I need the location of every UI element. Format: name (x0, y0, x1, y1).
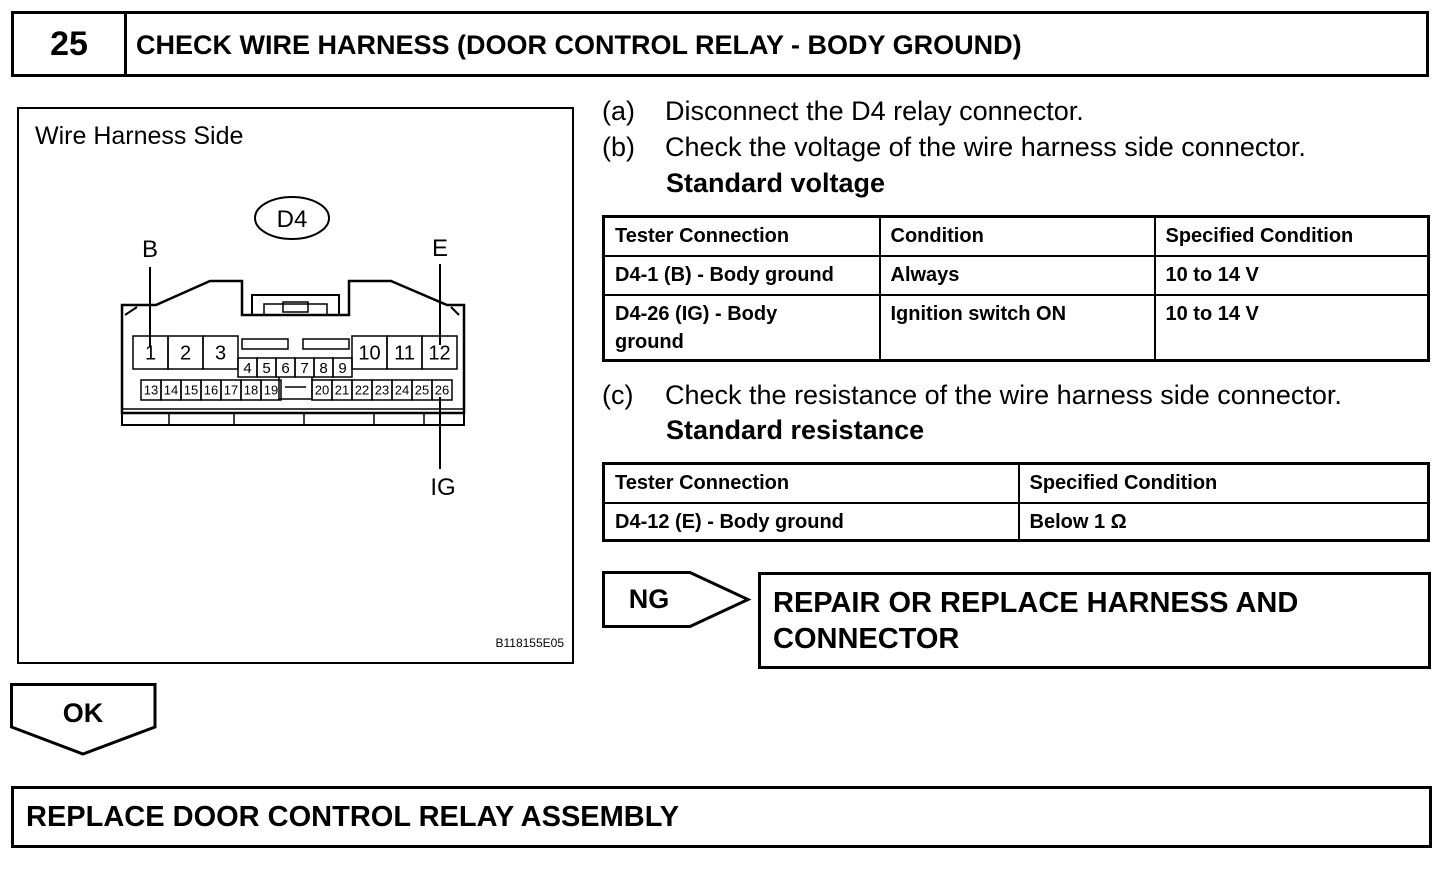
resistance-header-specified: Specified Condition (1017, 462, 1430, 504)
terminal-number: 23 (375, 383, 389, 398)
standard-resistance-heading: Standard resistance (666, 415, 925, 445)
ok-arrow: OK (10, 683, 157, 756)
terminal-number: 17 (224, 383, 238, 398)
voltage-row-2-specified: 10 to 14 V (1153, 293, 1430, 362)
connector-name: D4 (277, 206, 308, 233)
terminal-number: 22 (355, 383, 369, 398)
terminal-label-b: B (142, 236, 158, 263)
connector-bottom-row-left: 13 14 15 16 17 18 19 (140, 379, 282, 401)
terminal-number: 25 (415, 383, 429, 398)
terminal-number: 20 (315, 383, 329, 398)
step-number: 25 (14, 14, 127, 74)
instruction-a-label: (a) (602, 96, 635, 126)
instruction-b-text: Check the voltage of the wire harness si… (665, 132, 1306, 162)
terminal-number: 24 (395, 383, 409, 398)
table-row: D4-12 (E) - Body ground Below 1 Ω (602, 501, 1430, 542)
terminal-number: 16 (204, 383, 218, 398)
diagram-label: Wire Harness Side (35, 122, 244, 150)
terminal-cell (202, 335, 239, 370)
terminal-number: 26 (435, 383, 449, 398)
terminal-number: 13 (144, 383, 158, 398)
ng-result-box: REPAIR OR REPLACE HARNESS AND CONNECTOR (758, 572, 1431, 669)
terminal-number: 15 (184, 383, 198, 398)
ok-label: OK (63, 698, 104, 728)
terminal-number: 18 (244, 383, 258, 398)
terminal-number: 4 (243, 360, 251, 377)
figure-id: B118155E05 (495, 636, 564, 650)
resistance-table-header-row: Tester Connection Specified Condition (602, 462, 1430, 504)
instruction-a-text: Disconnect the D4 relay connector. (665, 96, 1084, 126)
terminal-cell (421, 335, 458, 370)
resistance-row-1-tester: D4-12 (E) - Body ground (602, 501, 1020, 542)
terminal-number: 2 (180, 343, 191, 365)
terminal-number: 3 (215, 343, 226, 365)
instruction-c-text: Check the resistance of the wire harness… (665, 380, 1342, 410)
voltage-header-tester: Tester Connection (602, 215, 881, 257)
connector-name-ellipse (254, 196, 330, 240)
terminal-number: 21 (335, 383, 349, 398)
instruction-b-label: (b) (602, 132, 635, 162)
terminal-number: 8 (319, 360, 327, 377)
terminal-number: 6 (281, 360, 289, 377)
terminal-label-ig: IG (430, 474, 455, 501)
terminal-label-e: E (432, 235, 448, 262)
voltage-table-header-row: Tester Connection Condition Specified Co… (602, 215, 1430, 257)
terminal-number: 5 (262, 360, 270, 377)
connector-top-row-right: 10 11 12 (351, 335, 458, 370)
terminal-number: 10 (358, 343, 380, 365)
resistance-row-1-specified: Below 1 Ω (1017, 501, 1430, 542)
terminal-number: 7 (300, 360, 308, 377)
step-header: 25 CHECK WIRE HARNESS (DOOR CONTROL RELA… (11, 11, 1429, 77)
voltage-header-condition: Condition (878, 215, 1156, 257)
voltage-row-2-tester: D4-26 (IG) - Body ground (602, 293, 881, 362)
terminal-cell (260, 379, 282, 401)
voltage-row-2-condition: Ignition switch ON (878, 293, 1156, 362)
table-row: D4-1 (B) - Body ground Always 10 to 14 V (602, 254, 1430, 296)
voltage-row-1-condition: Always (878, 254, 1156, 296)
voltage-row-1-tester: D4-1 (B) - Body ground (602, 254, 881, 296)
terminal-number: 1 (145, 343, 156, 365)
voltage-row-1-specified: 10 to 14 V (1153, 254, 1430, 296)
terminal-number: 9 (338, 360, 346, 377)
ng-arrow: NG (602, 571, 752, 628)
standard-voltage-heading: Standard voltage (666, 168, 886, 198)
resistance-header-tester: Tester Connection (602, 462, 1020, 504)
voltage-header-specified: Specified Condition (1153, 215, 1430, 257)
terminal-cell (332, 357, 353, 378)
terminal-number: 11 (394, 343, 415, 365)
terminal-number: 14 (164, 383, 178, 398)
terminal-number: 19 (264, 383, 278, 398)
resistance-table: Tester Connection Specified Condition D4… (602, 462, 1430, 542)
connector-bottom-row-right: 20 21 22 23 24 25 26 (311, 379, 453, 401)
terminal-cell (431, 379, 453, 401)
terminal-number: 12 (428, 343, 450, 365)
ok-result-box: REPLACE DOOR CONTROL RELAY ASSEMBLY (11, 786, 1432, 848)
connector-top-row-left: 1 2 3 (132, 335, 239, 370)
table-row: D4-26 (IG) - Body ground Ignition switch… (602, 293, 1430, 362)
instruction-c-label: (c) (602, 380, 634, 410)
step-title: CHECK WIRE HARNESS (DOOR CONTROL RELAY -… (136, 30, 1022, 60)
voltage-table: Tester Connection Condition Specified Co… (602, 215, 1430, 362)
ng-label: NG (629, 584, 670, 614)
